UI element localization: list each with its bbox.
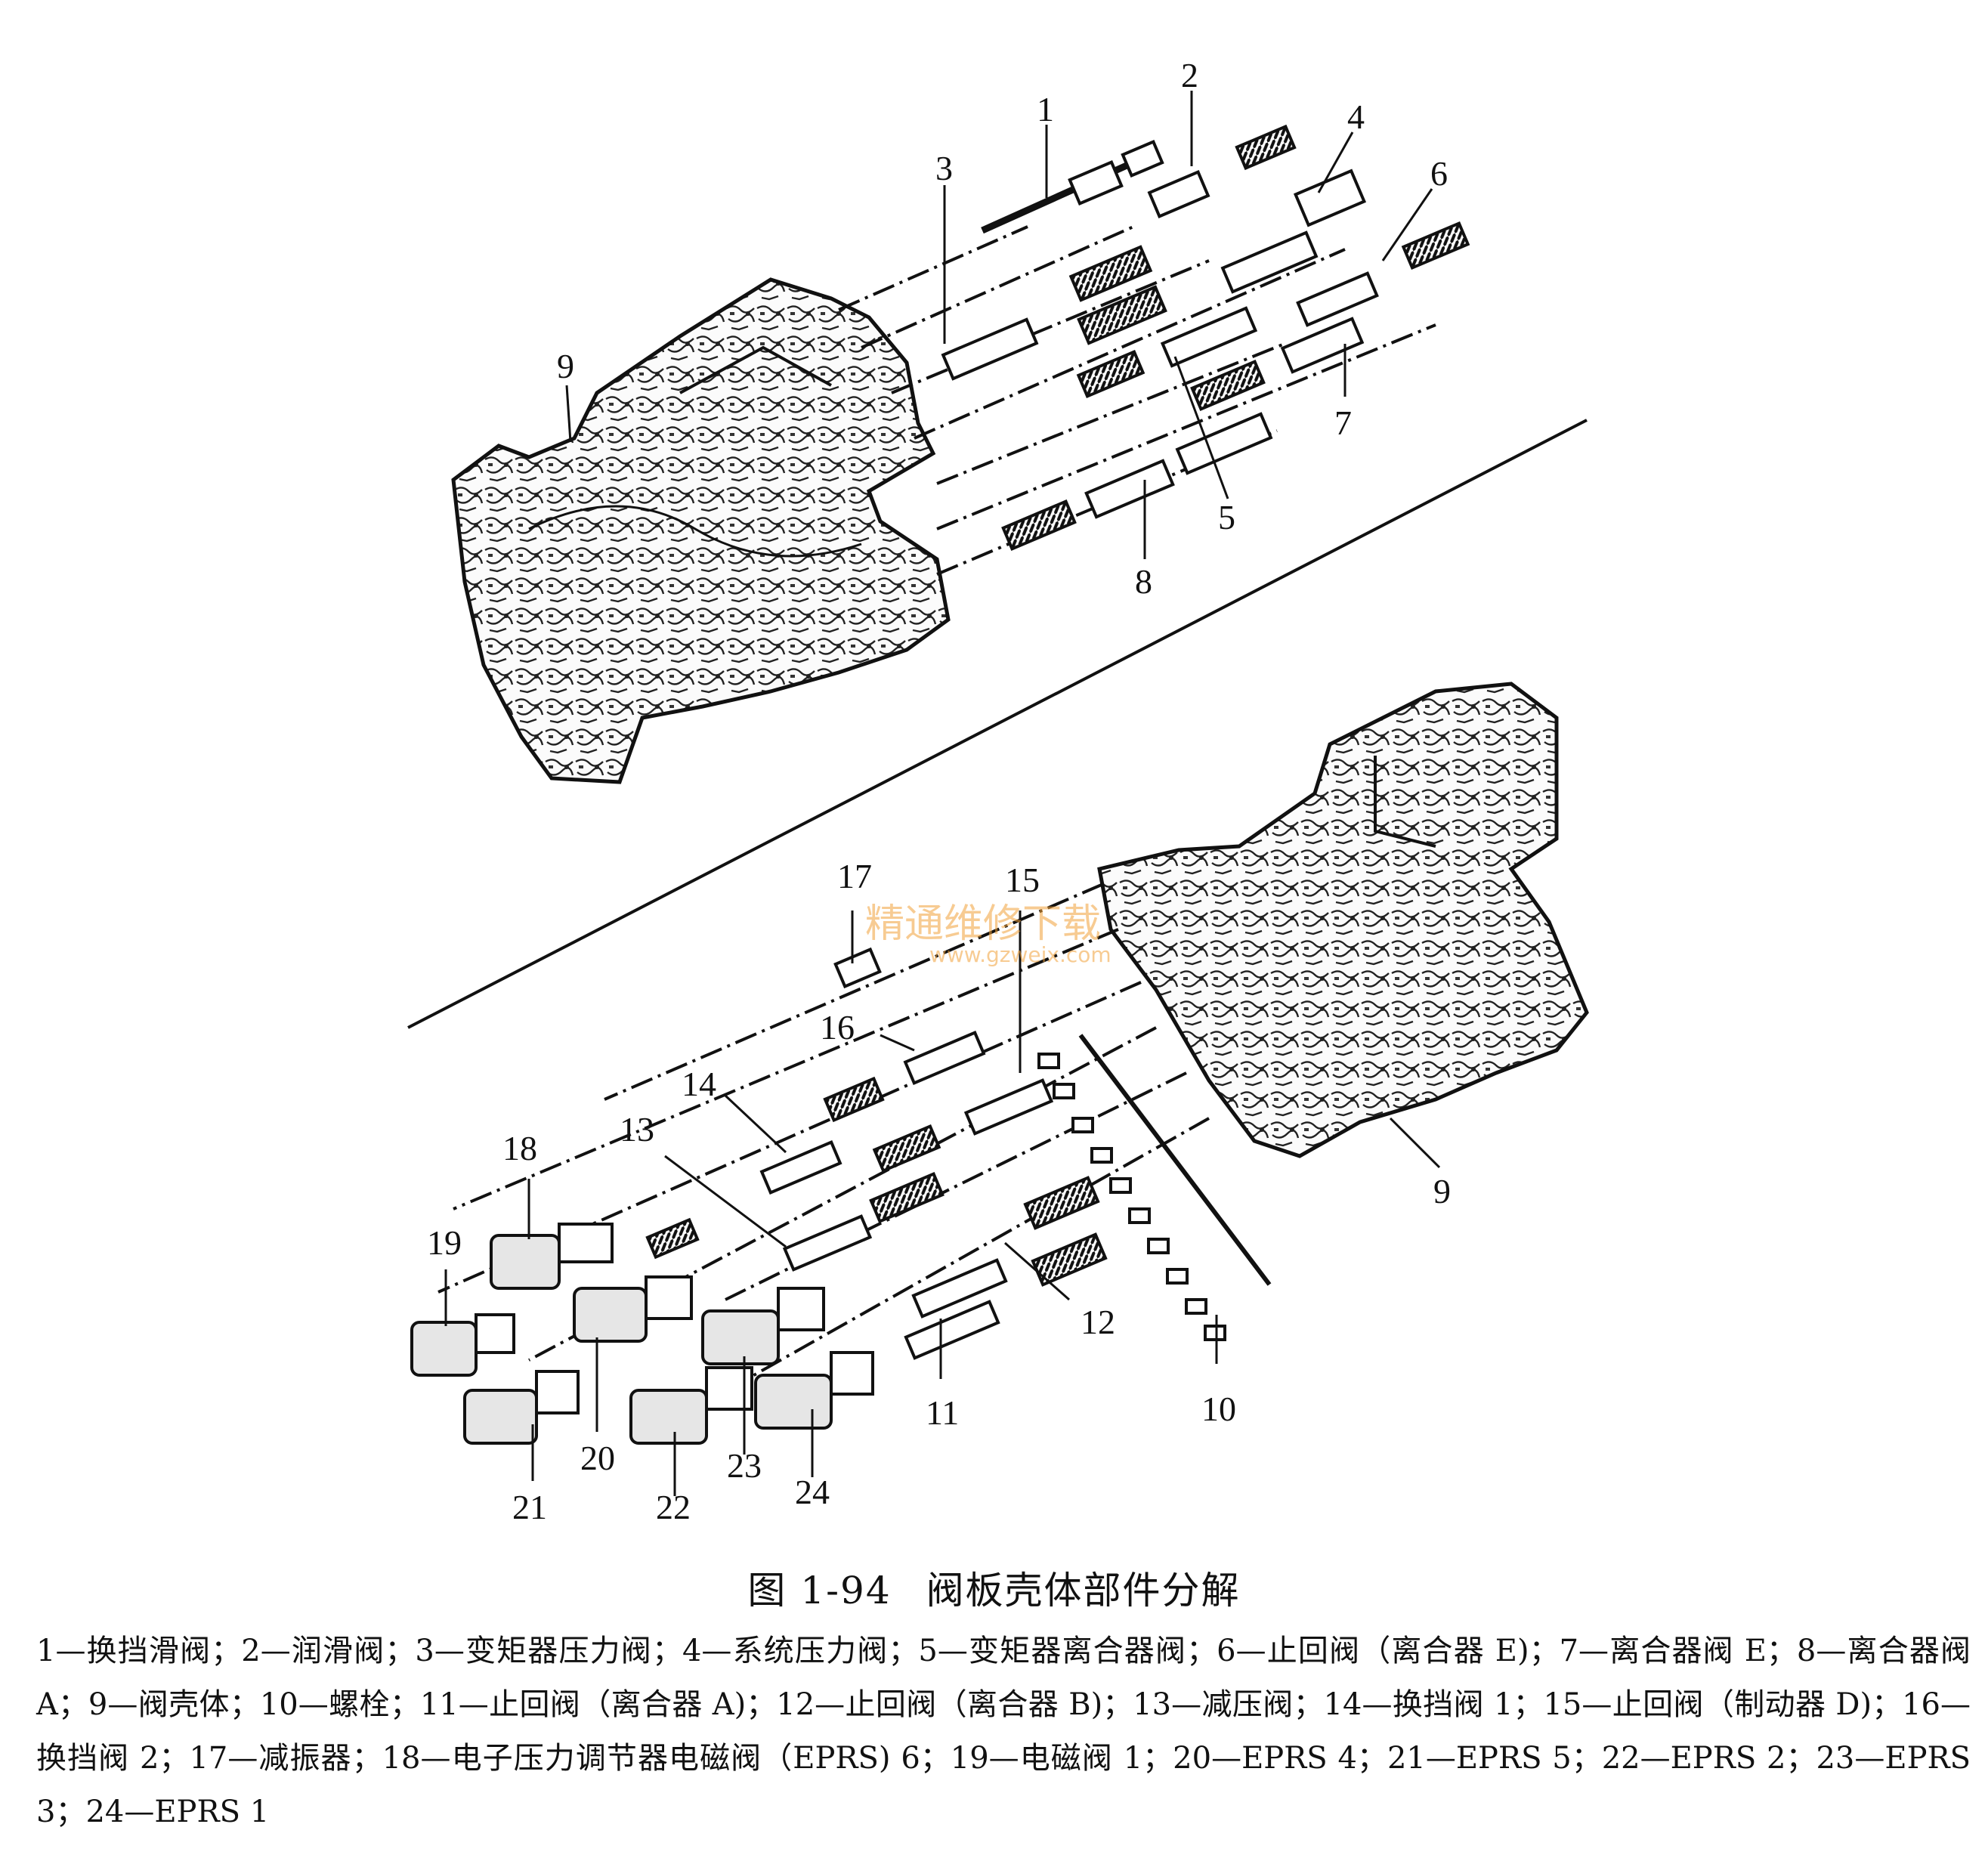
label-21: 21 xyxy=(512,1488,547,1526)
legend-item-1: 1—换挡滑阀； xyxy=(36,1634,242,1668)
label-23: 23 xyxy=(727,1446,762,1485)
figure-number: 图 1-94 xyxy=(747,1569,892,1612)
legend-item-24: 24—EPRS 1 xyxy=(85,1795,270,1829)
label-17: 17 xyxy=(837,857,872,895)
leader-lines xyxy=(444,91,1441,1496)
label-18: 18 xyxy=(502,1129,537,1167)
label-2: 2 xyxy=(1181,56,1198,94)
legend-item-14: 14—换挡阀 1； xyxy=(1323,1687,1544,1722)
figure-title: 阀板壳体部件分解 xyxy=(926,1569,1241,1612)
label-8: 8 xyxy=(1135,562,1152,601)
label-15: 15 xyxy=(1005,861,1040,899)
legend-item-5: 5—变矩器离合器阀； xyxy=(918,1634,1217,1668)
label-6: 6 xyxy=(1430,154,1448,193)
legend-item-23: 23—EPRS 3； xyxy=(36,1741,1971,1829)
legend-item-19: 19—电磁阀 1； xyxy=(950,1741,1173,1776)
legend-item-12: 12—止回阀（离合器 B)； xyxy=(776,1687,1133,1722)
legend-item-22: 22—EPRS 2； xyxy=(1601,1741,1816,1776)
label-24: 24 xyxy=(795,1473,830,1511)
watermark-url: www.gzweix.com xyxy=(929,942,1111,967)
label-13: 13 xyxy=(620,1110,654,1149)
legend-item-11: 11—止回阀（离合器 A)； xyxy=(419,1687,777,1722)
label-10: 10 xyxy=(1201,1390,1236,1428)
label-12: 12 xyxy=(1081,1303,1115,1341)
legend-item-7: 7—离合器阀 E； xyxy=(1559,1634,1797,1668)
solenoid-21 xyxy=(463,1370,580,1445)
label-9-upper: 9 xyxy=(557,347,574,385)
parts-legend: 1—换挡滑阀；2—润滑阀；3—变矩器压力阀；4—系统压力阀；5—变矩器离合器阀；… xyxy=(36,1625,1971,1839)
label-9-lower: 9 xyxy=(1433,1172,1451,1210)
solenoid-19 xyxy=(410,1313,515,1377)
label-22: 22 xyxy=(656,1488,691,1526)
legend-item-2: 2—润滑阀； xyxy=(241,1634,416,1668)
legend-item-8: 8—离合器阀 A； xyxy=(36,1634,1971,1722)
legend-item-3: 3—变矩器压力阀； xyxy=(415,1634,682,1668)
solenoid-22 xyxy=(629,1366,753,1445)
part-number-labels: 1 2 3 4 5 6 7 8 9 9 10 11 12 13 14 15 16… xyxy=(427,56,1451,1526)
legend-item-16: 16—换挡阀 2； xyxy=(36,1687,1971,1776)
figure-caption: 图 1-94 阀板壳体部件分解 xyxy=(0,1560,1988,1615)
label-1: 1 xyxy=(1037,90,1054,128)
legend-item-21: 21—EPRS 5； xyxy=(1387,1741,1602,1776)
label-11: 11 xyxy=(926,1393,959,1432)
legend-item-13: 13—减压阀； xyxy=(1133,1687,1324,1722)
label-19: 19 xyxy=(427,1223,462,1262)
label-4: 4 xyxy=(1347,97,1365,136)
legend-item-17: 17—减振器； xyxy=(189,1741,382,1776)
legend-item-6: 6—止回阀（离合器 E)； xyxy=(1217,1634,1560,1668)
label-16: 16 xyxy=(820,1008,855,1047)
watermark-text: 精通维修下载 xyxy=(865,901,1101,947)
separator-line xyxy=(407,419,1588,1029)
solenoids xyxy=(410,1223,874,1445)
legend-item-10: 10—螺栓； xyxy=(259,1687,420,1722)
legend-item-20: 20—EPRS 4； xyxy=(1173,1741,1387,1776)
valve-body-lower xyxy=(1097,682,1589,1158)
legend-item-9: 9—阀壳体； xyxy=(88,1687,260,1722)
label-5: 5 xyxy=(1218,498,1235,536)
label-3: 3 xyxy=(935,149,953,187)
solenoid-18 xyxy=(490,1223,614,1290)
label-20: 20 xyxy=(580,1439,615,1477)
legend-item-18: 18—电子压力调节器电磁阀（EPRS) 6； xyxy=(382,1741,951,1776)
solenoid-23 xyxy=(701,1287,825,1365)
solenoid-20 xyxy=(573,1275,693,1343)
label-14: 14 xyxy=(682,1065,716,1103)
label-7: 7 xyxy=(1334,403,1352,442)
legend-item-15: 15—止回阀（制动器 D)； xyxy=(1543,1687,1903,1722)
legend-item-4: 4—系统压力阀； xyxy=(682,1634,919,1668)
valve-body-upper xyxy=(451,277,951,784)
upper-components xyxy=(838,124,1470,576)
bolts xyxy=(1037,1034,1272,1341)
